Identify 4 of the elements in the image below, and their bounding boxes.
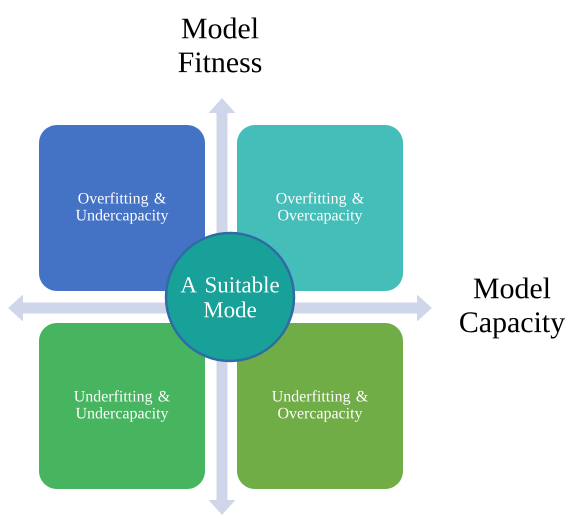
axis-label: Model Capacity bbox=[460, 277, 566, 339]
quadrant-box: Underfitting & Undercapacity bbox=[39, 323, 205, 489]
quadrant-box: Underfitting & Overcapacity bbox=[237, 323, 403, 489]
axis-label: Model Fitness bbox=[178, 18, 262, 72]
